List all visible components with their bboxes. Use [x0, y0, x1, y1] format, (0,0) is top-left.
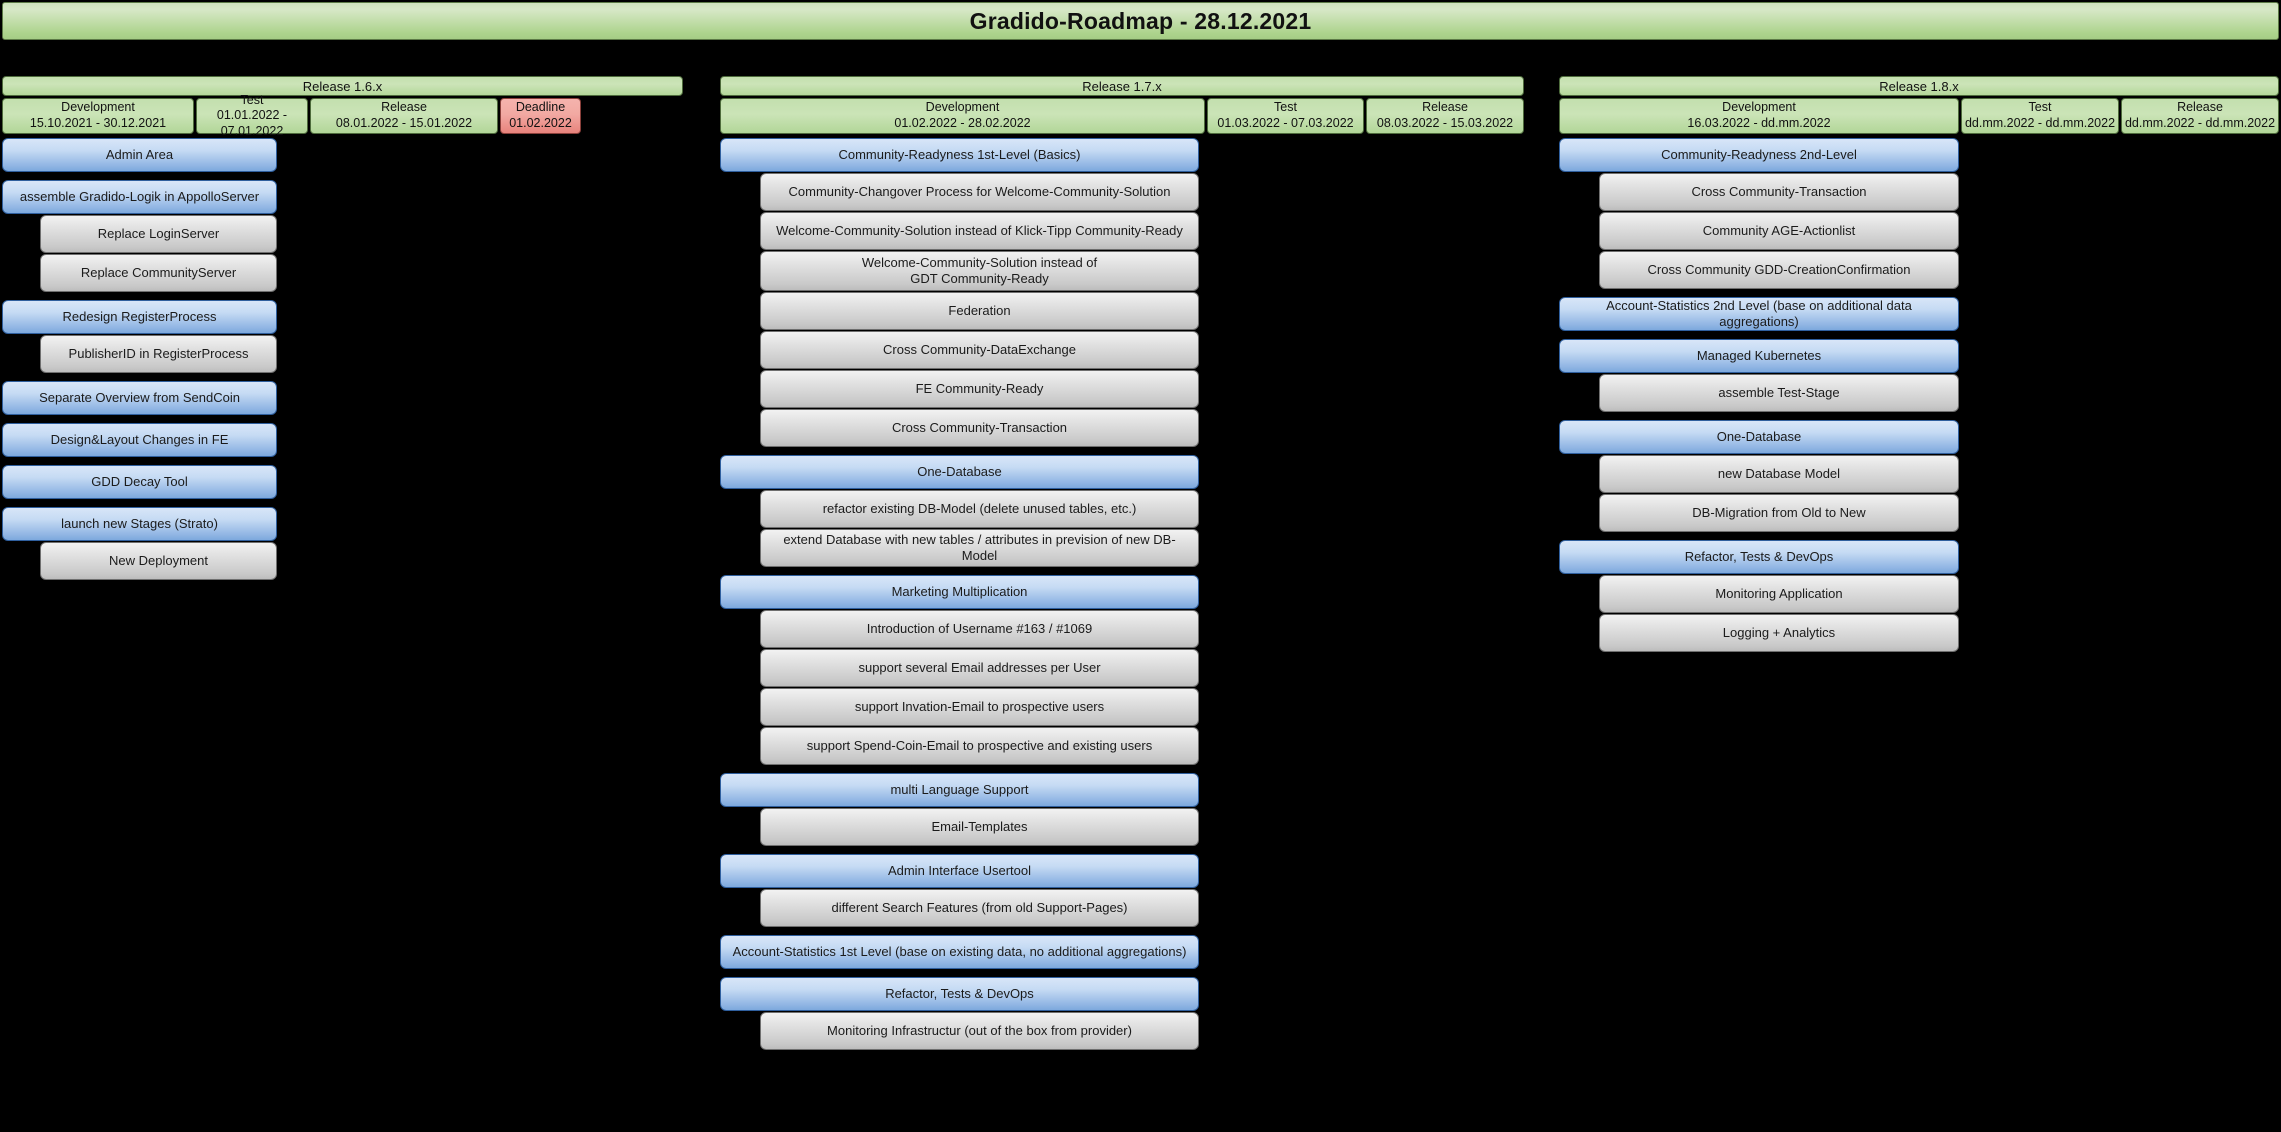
task-block[interactable]: Cross Community-DataExchange: [760, 331, 1199, 369]
epic-block[interactable]: Separate Overview from SendCoin: [2, 381, 277, 415]
phase-name: Development: [1722, 100, 1796, 115]
epic-block[interactable]: Redesign RegisterProcess: [2, 300, 277, 334]
phase-dates: 15.10.2021 - 30.12.2021: [29, 116, 167, 130]
phase-dates: dd.mm.2022 - dd.mm.2022: [1964, 116, 2116, 130]
task-block[interactable]: assemble Test-Stage: [1599, 374, 1959, 412]
task-block[interactable]: Cross Community-Transaction: [1599, 173, 1959, 211]
phase-dates: 01.03.2022 - 07.03.2022: [1217, 116, 1354, 130]
phase-name: Development: [61, 100, 135, 115]
task-block[interactable]: Cross Community GDD-CreationConfirmation: [1599, 251, 1959, 289]
phase-name: Test: [1274, 100, 1297, 115]
page-title: Gradido-Roadmap - 28.12.2021: [969, 7, 1312, 34]
epic-block[interactable]: assemble Gradido-Logik in AppolloServer: [2, 180, 277, 214]
release-title: Release 1.7.x: [720, 76, 1524, 96]
task-block[interactable]: support several Email addresses per User: [760, 649, 1199, 687]
epic-block[interactable]: launch new Stages (Strato): [2, 507, 277, 541]
task-block[interactable]: Logging + Analytics: [1599, 614, 1959, 652]
task-block[interactable]: Community AGE-Actionlist: [1599, 212, 1959, 250]
task-block[interactable]: Community-Changover Process for Welcome-…: [760, 173, 1199, 211]
task-block[interactable]: Cross Community-Transaction: [760, 409, 1199, 447]
phase-dates: 01.02.2022: [509, 116, 572, 130]
task-block[interactable]: New Deployment: [40, 542, 277, 580]
task-block[interactable]: Replace LoginServer: [40, 215, 277, 253]
task-block[interactable]: Email-Templates: [760, 808, 1199, 846]
task-block[interactable]: PublisherID in RegisterProcess: [40, 335, 277, 373]
epic-block[interactable]: Refactor, Tests & DevOps: [1559, 540, 1959, 574]
epic-block[interactable]: Community-Readyness 1st-Level (Basics): [720, 138, 1199, 172]
epic-block[interactable]: Admin Area: [2, 138, 277, 172]
task-block[interactable]: Welcome-Community-Solution instead of Kl…: [760, 212, 1199, 250]
epic-block[interactable]: Account-Statistics 1st Level (base on ex…: [720, 935, 1199, 969]
task-block[interactable]: Welcome-Community-Solution instead of GD…: [760, 251, 1199, 291]
page-title-bar: Gradido-Roadmap - 28.12.2021: [2, 2, 2279, 40]
epic-block[interactable]: Admin Interface Usertool: [720, 854, 1199, 888]
epic-block[interactable]: Community-Readyness 2nd-Level: [1559, 138, 1959, 172]
release-title: Release 1.6.x: [2, 76, 683, 96]
release-title: Release 1.8.x: [1559, 76, 2279, 96]
epic-block[interactable]: Account-Statistics 2nd Level (base on ad…: [1559, 297, 1959, 331]
phase-dates: 08.03.2022 - 15.03.2022: [1376, 116, 1514, 130]
phase-name: Test: [2028, 100, 2052, 115]
epic-block[interactable]: Managed Kubernetes: [1559, 339, 1959, 373]
task-block[interactable]: Monitoring Application: [1599, 575, 1959, 613]
phase-name: Test: [240, 92, 264, 107]
epic-block[interactable]: One-Database: [720, 455, 1199, 489]
task-list: Community-Readyness 1st-Level (Basics)Co…: [720, 138, 1524, 1050]
phase-dates: 08.01.2022 - 15.01.2022: [335, 116, 473, 130]
epic-block[interactable]: Design&Layout Changes in FE: [2, 423, 277, 457]
phase-dates: 16.03.2022 - dd.mm.2022: [1687, 116, 1831, 130]
task-list: Admin Area assemble Gradido-Logik in Appo…: [2, 138, 683, 580]
task-block[interactable]: refactor existing DB-Model (delete unuse…: [760, 490, 1199, 528]
phase-dates: dd.mm.2022 - dd.mm.2022: [2124, 116, 2276, 130]
phase-dates: 01.01.2022 - 07.01.2022: [216, 108, 288, 138]
task-block[interactable]: different Search Features (from old Supp…: [760, 889, 1199, 927]
phase-name: Release: [381, 100, 427, 115]
task-block[interactable]: Monitoring Infrastructur (out of the box…: [760, 1012, 1199, 1050]
epic-block[interactable]: One-Database: [1559, 420, 1959, 454]
task-block[interactable]: support Spend-Coin-Email to prospective …: [760, 727, 1199, 765]
epic-block[interactable]: GDD Decay Tool: [2, 465, 277, 499]
task-block[interactable]: Federation: [760, 292, 1199, 330]
task-block[interactable]: Introduction of Username #163 / #1069: [760, 610, 1199, 648]
phase-name: Release: [2177, 100, 2223, 115]
epic-block[interactable]: multi Language Support: [720, 773, 1199, 807]
phase-dates: 01.02.2022 - 28.02.2022: [894, 116, 1031, 130]
epic-block[interactable]: Marketing Multiplication: [720, 575, 1199, 609]
task-block[interactable]: extend Database with new tables / attrib…: [760, 529, 1199, 567]
task-block[interactable]: support Invation-Email to prospective us…: [760, 688, 1199, 726]
task-block[interactable]: Replace CommunityServer: [40, 254, 277, 292]
phase-name: Deadline: [515, 100, 566, 115]
phase-name: Release: [1422, 100, 1468, 115]
task-block[interactable]: DB-Migration from Old to New: [1599, 494, 1959, 532]
task-block[interactable]: new Database Model: [1599, 455, 1959, 493]
task-block[interactable]: FE Community-Ready: [760, 370, 1199, 408]
phase-name: Development: [925, 100, 1000, 115]
epic-block[interactable]: Refactor, Tests & DevOps: [720, 977, 1199, 1011]
